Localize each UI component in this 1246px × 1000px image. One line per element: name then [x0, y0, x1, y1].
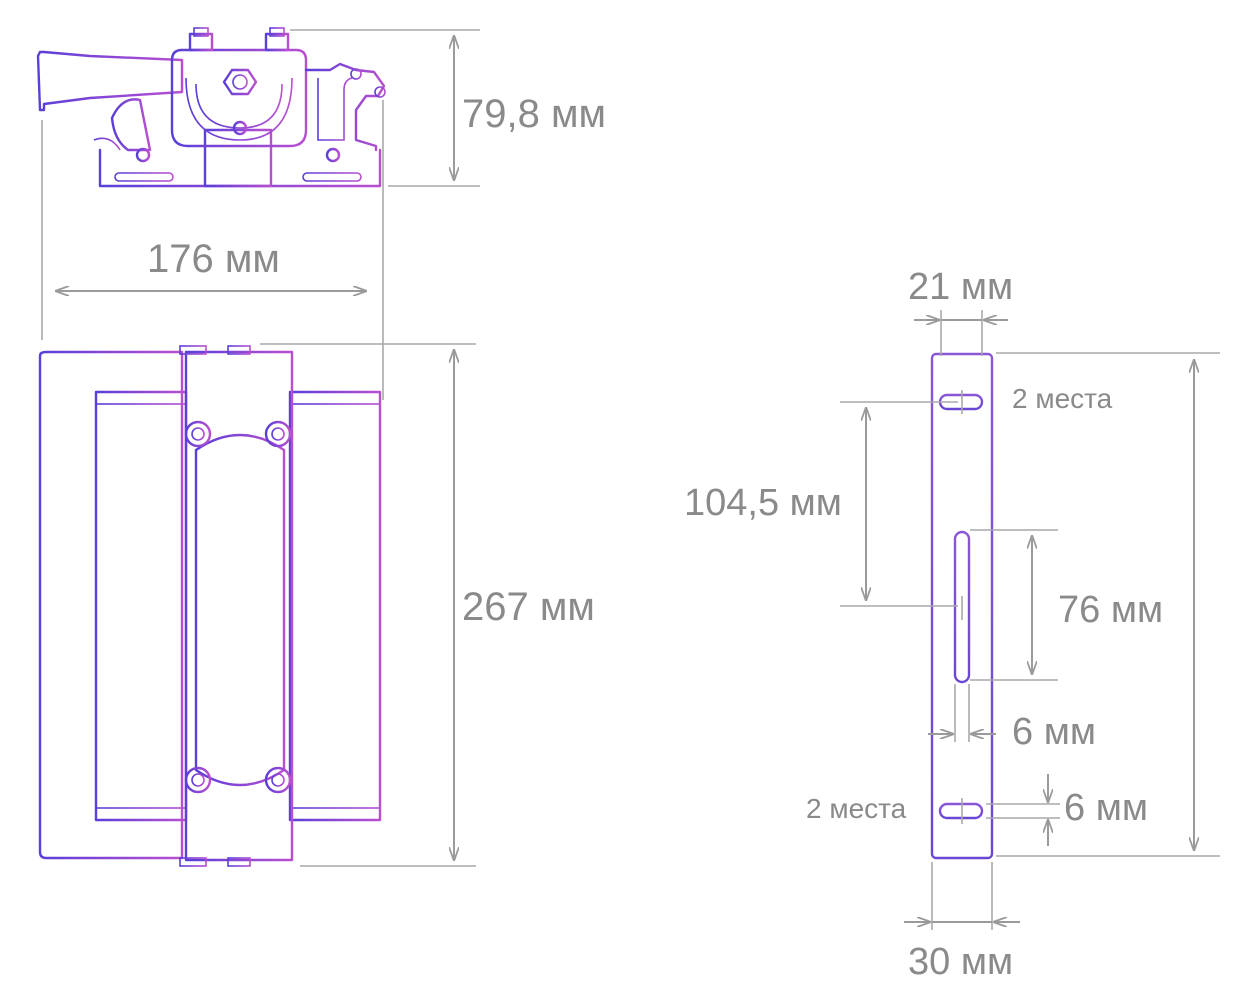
front-view-dimensions: 267 мм — [260, 343, 595, 867]
front-height-label: 267 мм — [462, 585, 595, 629]
top-view-dimensions: 79,8 мм 176 мм — [41, 29, 606, 400]
front-view — [38, 345, 382, 867]
slot-width-label: 6 мм — [1012, 711, 1096, 753]
top-width-label: 176 мм — [147, 237, 280, 281]
bracket-dimensions: 21 мм 2 места 104,5 мм 76 мм 6 мм 6 мм 2… — [684, 266, 1220, 983]
top-height-label: 79,8 мм — [462, 92, 606, 136]
bracket-top-width-label: 21 мм — [908, 266, 1013, 308]
slot-length-label: 76 мм — [1058, 589, 1163, 631]
top-view — [36, 27, 386, 188]
hole-note-top: 2 места — [1012, 383, 1113, 414]
hole-note-bottom: 2 места — [806, 793, 907, 824]
hole-diameter-label: 6 мм — [1064, 787, 1148, 829]
hole-spacing-label: 104,5 мм — [684, 482, 842, 524]
bracket-bottom-width-label: 30 мм — [908, 941, 1013, 983]
